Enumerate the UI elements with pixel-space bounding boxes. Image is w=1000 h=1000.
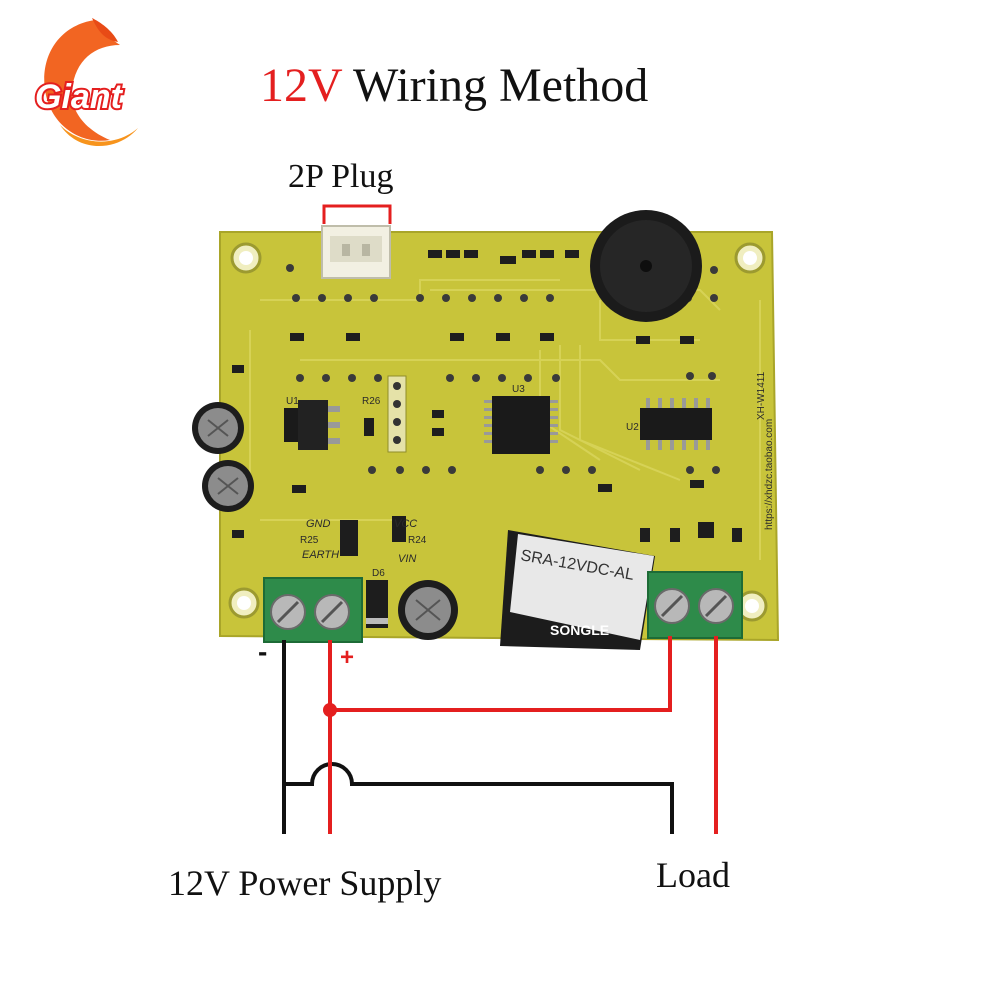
plug-label: 2P Plug — [288, 158, 394, 195]
silk-u1: U1 — [286, 396, 299, 407]
solder-pads — [286, 264, 720, 474]
voltage-regulator-u1 — [284, 400, 340, 450]
silk-u3: U3 — [512, 384, 525, 395]
resistor-r24 — [392, 516, 406, 542]
silk-d6: D6 — [372, 568, 385, 579]
relay: SRA-12VDC-AL SONGLE — [500, 530, 655, 650]
resistor-r26 — [364, 418, 374, 436]
page-title: 12V Wiring Method — [260, 58, 648, 113]
power-terminal-block[interactable] — [263, 577, 363, 643]
junction-dot — [323, 703, 337, 717]
silk-website: https://xhdzc.taobao.com — [764, 419, 775, 530]
load-terminal-block[interactable] — [647, 571, 743, 639]
brand-logo: Giant — [33, 18, 138, 147]
comparator-u2 — [640, 398, 712, 450]
power-supply-label: 12V Power Supply — [168, 863, 442, 903]
resistor-r25 — [340, 520, 358, 556]
silk-vcc: VCC — [394, 518, 417, 530]
positive-to-load-wire — [330, 636, 672, 712]
wiring — [282, 636, 718, 834]
microcontroller-u3 — [484, 396, 558, 454]
plus-label: + — [340, 644, 355, 671]
buzzer — [590, 210, 702, 322]
silk-gnd: GND — [306, 518, 331, 530]
brand-name: Giant — [35, 78, 124, 116]
load-label: Load — [656, 855, 730, 895]
pin-header — [387, 375, 407, 453]
title-rest: Wiring Method — [352, 59, 649, 112]
silk-r24: R24 — [408, 535, 427, 546]
minus-label: - — [258, 636, 268, 667]
capacitor-c5 — [202, 460, 254, 512]
silk-u2: U2 — [626, 422, 639, 433]
relay-brand: SONGLE — [550, 622, 609, 638]
load-return-wire — [284, 762, 674, 834]
silk-vin: VIN — [398, 553, 416, 565]
2p-plug-connector[interactable] — [321, 225, 391, 279]
title-accent: 12V — [260, 59, 342, 112]
silk-r26: R26 — [362, 396, 381, 407]
transistor-q3 — [698, 522, 714, 538]
diode-d6 — [366, 580, 388, 628]
capacitor-c4 — [192, 402, 244, 454]
silk-r25: R25 — [300, 535, 319, 546]
pcb-board: SRA-12VDC-AL SONGLE GND VCC VIN EARTH R2… — [192, 210, 780, 650]
silk-model: XH-W1411 — [756, 371, 767, 420]
capacitor-c6 — [398, 580, 458, 640]
smd-resistors — [232, 250, 742, 542]
silk-earth: EARTH — [302, 549, 339, 561]
